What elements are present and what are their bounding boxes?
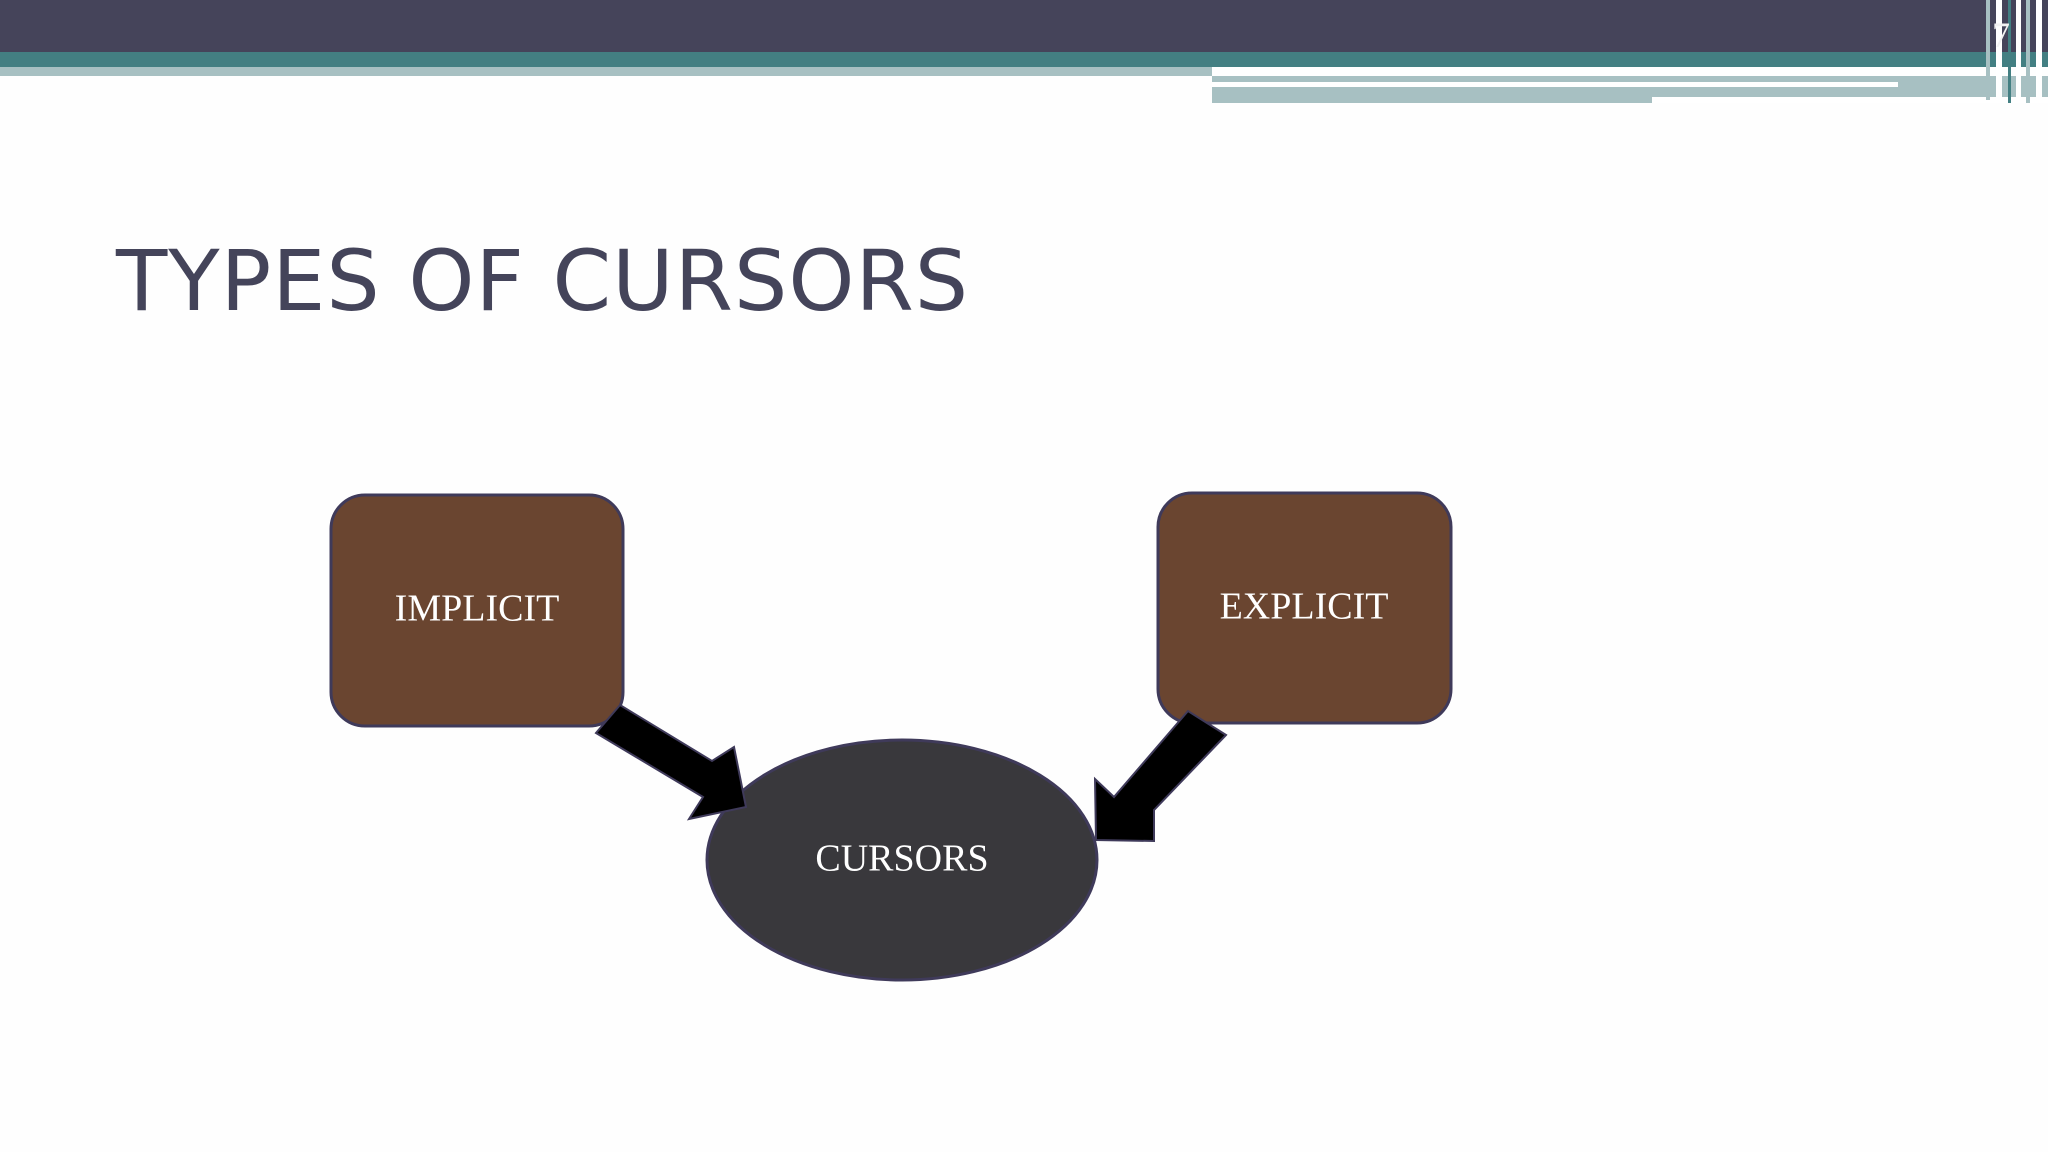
implicit-node: IMPLICIT bbox=[329, 493, 625, 728]
explicit-to-cursors-arrow bbox=[1093, 709, 1228, 843]
header-stripe-5 bbox=[2026, 0, 2030, 103]
explicit-box bbox=[1156, 491, 1453, 725]
header-stripe-3 bbox=[2008, 0, 2011, 103]
header-stripe-2 bbox=[1996, 0, 2002, 100]
header-stripe-6 bbox=[2036, 0, 2042, 103]
header-light-strip-left bbox=[0, 67, 1212, 76]
slide-number: 7 bbox=[1992, 15, 2010, 55]
header-stripe-1 bbox=[1986, 0, 1990, 100]
explicit-label: EXPLICIT bbox=[1220, 586, 1389, 628]
implicit-to-cursors-arrow bbox=[594, 703, 748, 821]
header-teal-bar bbox=[0, 52, 2048, 67]
cursors-label: CURSORS bbox=[815, 838, 988, 880]
header-stripe-4 bbox=[2016, 0, 2021, 103]
header-white-line bbox=[1212, 82, 1898, 87]
implicit-label: IMPLICIT bbox=[395, 588, 560, 630]
header-dark-bar bbox=[0, 0, 2048, 52]
cursors-node: CURSORS bbox=[705, 738, 1099, 982]
header-white-notch bbox=[1652, 97, 2048, 103]
explicit-node: EXPLICIT bbox=[1156, 491, 1453, 725]
slide-title: TYPES OF CURSORS bbox=[116, 232, 970, 330]
implicit-box bbox=[329, 493, 625, 728]
cursors-ellipse bbox=[705, 738, 1099, 982]
header-band bbox=[0, 0, 2048, 103]
